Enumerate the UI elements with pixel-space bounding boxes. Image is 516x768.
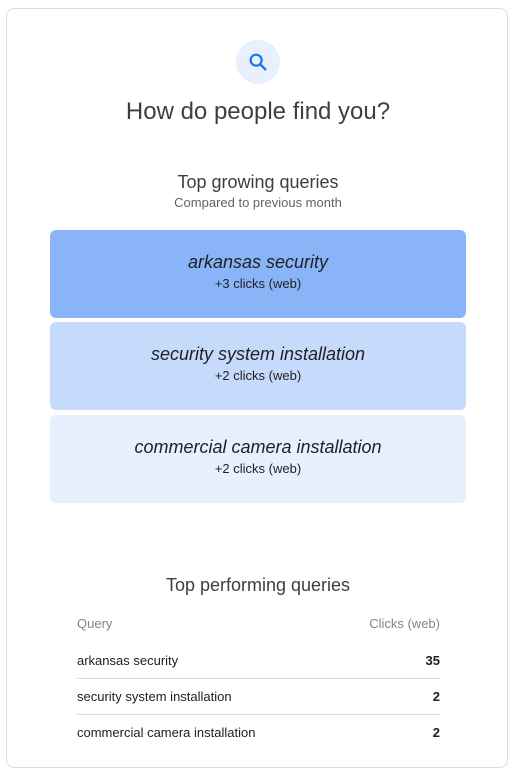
column-header-query: Query [77,616,113,631]
search-icon [236,40,280,84]
table-row[interactable]: arkansas security 35 [77,642,440,678]
growing-query-card[interactable]: security system installation +2 clicks (… [50,322,466,410]
performing-queries-table: Query Clicks (web) arkansas security 35 … [77,615,440,750]
growing-query-name: security system installation [150,344,366,364]
row-query: arkansas security [77,652,179,668]
growing-query-clicks: +2 clicks (web) [214,368,302,383]
growing-queries-title: Top growing queries [177,172,339,192]
growing-queries-subtitle: Compared to previous month [174,195,342,210]
table-header: Query Clicks (web) [77,615,440,642]
row-query: commercial camera installation [77,725,256,740]
table-row[interactable]: commercial camera installation 2 [77,714,440,750]
page-title: How do people find you? [125,98,391,125]
row-clicks: 2 [432,689,440,704]
queries-card: How do people find you? Top growing quer… [6,8,508,768]
growing-query-card[interactable]: commercial camera installation +2 clicks… [50,415,466,503]
growing-query-clicks: +2 clicks (web) [214,461,302,476]
row-clicks: 2 [432,725,440,740]
growing-query-name: commercial camera installation [134,437,382,457]
growing-query-clicks: +3 clicks (web) [214,276,302,291]
table-row[interactable]: security system installation 2 [77,678,440,714]
column-header-clicks: Clicks (web) [369,616,440,631]
performing-queries-title: Top performing queries [165,575,351,595]
row-query: security system installation [77,689,232,704]
growing-query-name: arkansas security [187,252,329,272]
growing-query-card[interactable]: arkansas security +3 clicks (web) [50,230,466,318]
row-clicks: 35 [425,652,440,668]
